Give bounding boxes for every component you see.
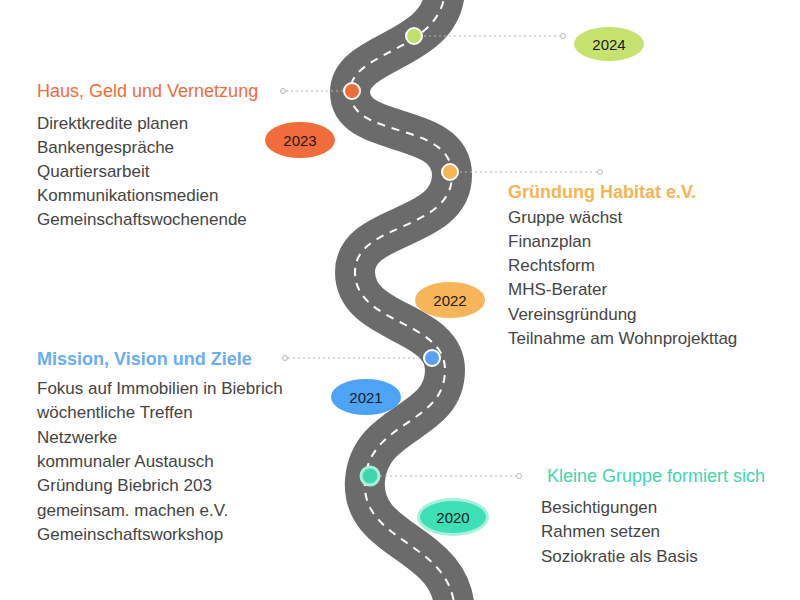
year-text: 2022 (433, 292, 466, 309)
list-item: Gruppe wächst (508, 208, 622, 228)
list-item: Rechtsform (508, 256, 595, 276)
year-text: 2024 (592, 36, 625, 53)
list-item: Vereinsgründung (508, 305, 637, 325)
year-text: 2020 (436, 509, 469, 526)
year-pill: 2023 (265, 122, 335, 158)
list-item: Kommunikationsmedien (37, 186, 218, 206)
year-text: 2021 (349, 389, 382, 406)
list-item: Quartiersarbeit (37, 162, 149, 182)
list-item: Bankengespräche (37, 138, 174, 158)
list-item: kommunaler Austausch (37, 452, 214, 472)
list-item: Gemeinschaftsworkshop (37, 525, 223, 545)
section-heading: Kleine Gruppe formiert sich (547, 466, 765, 488)
list-item: Soziokratie als Basis (541, 547, 698, 567)
leader-lines (286, 36, 597, 476)
year-pill: 2024 (574, 27, 644, 61)
list-item: MHS-Berater (508, 280, 607, 300)
list-item: Netzwerke (37, 428, 117, 448)
list-item: Gründung Biebrich 203 (37, 476, 212, 496)
list-item: wöchentliche Treffen (37, 403, 193, 423)
section-heading: Gründung Habitat e.V. (508, 182, 696, 204)
list-item: Rahmen setzen (541, 522, 660, 542)
list-item: Teilnahme am Wohnprojekttag (508, 329, 737, 349)
list-item: Direktkredite planen (37, 114, 188, 134)
year-pill: 2020 (417, 498, 489, 536)
year-pill: 2022 (415, 282, 485, 318)
list-item: Besichtigungen (541, 498, 657, 518)
list-item: Finanzplan (508, 232, 591, 252)
section-heading: Haus, Geld und Vernetzung (37, 81, 258, 103)
milestone-dots (344, 28, 458, 485)
list-item: Fokus auf Immobilien in Biebrich (37, 379, 283, 399)
year-pill: 2021 (331, 379, 401, 415)
list-item: gemeinsam. machen e.V. (37, 501, 228, 521)
list-item: Gemeinschaftswochenende (37, 210, 247, 230)
leader-ends (281, 34, 603, 479)
section-heading: Mission, Vision und Ziele (37, 349, 252, 371)
year-text: 2023 (283, 132, 316, 149)
